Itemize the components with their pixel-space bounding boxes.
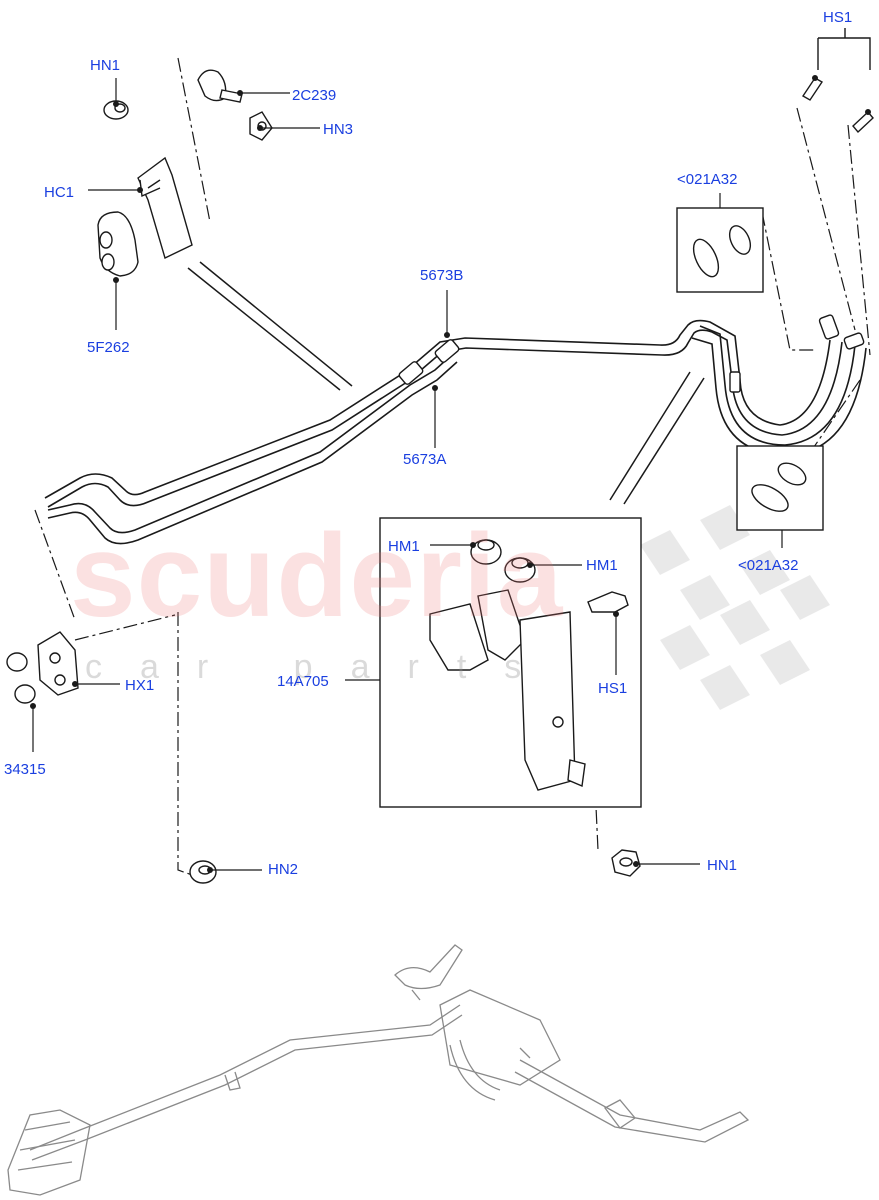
bracket-box-14a705 [379,517,642,808]
fuel-line-5673a [47,351,458,545]
pointer-lines [187,261,705,505]
callout-hm1-right[interactable]: HM1 [586,557,618,574]
callout-hn3[interactable]: HN3 [323,121,354,138]
callout-dots [30,75,871,873]
callout-5f262[interactable]: 5F262 [87,339,130,356]
callout-hn1-top[interactable]: HN1 [90,57,121,74]
callout-leaders [32,78,783,871]
callout-hs1-mid[interactable]: HS1 [598,680,628,697]
watermark-tagline: car parts [85,648,560,686]
bolt-2c239 [197,69,243,103]
clip-hc1 [137,156,193,259]
callout-2c239[interactable]: 2C239 [292,87,337,104]
grommet-5f262 [97,211,139,277]
oring-box-bottom [736,445,824,531]
callout-5673a[interactable]: 5673A [403,451,447,468]
oring-box-top [676,207,764,293]
callout-hn2[interactable]: HN2 [268,861,299,878]
callout-hs1-top[interactable]: HS1 [823,9,853,26]
tube-connectors [398,314,865,393]
callout-hx1[interactable]: HX1 [125,677,155,694]
callout-34315[interactable]: 34315 [4,761,46,778]
callout-021a32-bottom[interactable]: <021A32 [738,557,799,574]
grommets-34315 [6,652,36,704]
watermark-brand: scuderia [70,510,564,642]
vehicle-overview [7,944,750,1196]
nut-hn1-bottom [611,849,641,877]
callout-021a32-top[interactable]: <021A32 [677,171,738,188]
screws-hs1-top [802,28,874,134]
callout-hm1-left[interactable]: HM1 [388,538,420,555]
callout-5673b[interactable]: 5673B [420,267,464,284]
callout-hn1-bottom[interactable]: HN1 [707,857,738,874]
watermark-flag [640,505,830,710]
callout-14a705[interactable]: 14A705 [277,673,329,690]
callout-hc1[interactable]: HC1 [44,184,75,201]
bracket-hx1 [37,631,79,696]
